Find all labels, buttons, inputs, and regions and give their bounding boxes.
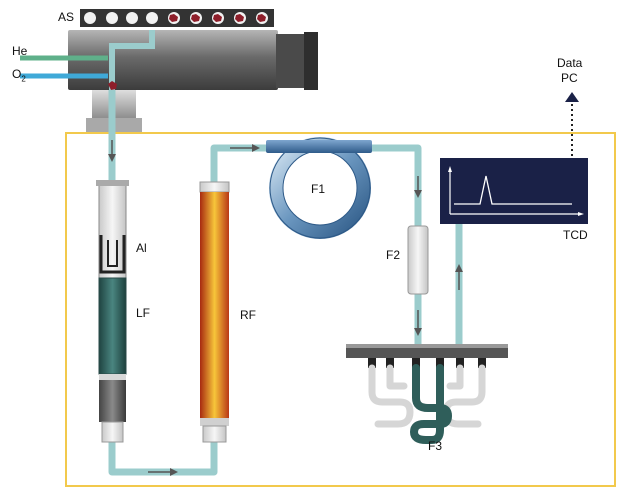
al-label: Al — [136, 241, 147, 255]
f3-label: F3 — [428, 439, 443, 453]
f2-label: F2 — [386, 248, 401, 262]
f3-separation-unit — [346, 344, 508, 444]
filled-sample-slot — [191, 14, 200, 22]
combustion-reactor — [96, 180, 129, 443]
reduction-reactor — [199, 181, 230, 443]
data-link-arrow — [565, 92, 579, 102]
helium-label: He — [12, 44, 28, 58]
empty-sample-slot — [106, 12, 118, 24]
autosampler-body — [20, 30, 318, 132]
analyzer-enclosure — [65, 132, 616, 487]
autosampler-tray — [80, 9, 274, 27]
pc-label: PC — [561, 71, 578, 85]
sample-drop — [108, 81, 117, 90]
tcd-detector — [440, 158, 588, 224]
empty-sample-slot — [146, 12, 158, 24]
autosampler-label: AS — [58, 10, 75, 24]
data-label: Data — [557, 56, 583, 70]
f1-coil — [266, 137, 372, 239]
filled-sample-slot — [235, 14, 244, 22]
oxygen-label: O2 — [12, 67, 26, 84]
rf-label: RF — [240, 308, 256, 322]
detector-signal-peak — [454, 175, 572, 205]
f2-tube — [407, 225, 429, 295]
tcd-label: TCD — [563, 228, 588, 242]
filled-sample-slot — [169, 14, 178, 22]
f1-label: F1 — [311, 182, 326, 196]
filled-sample-slot — [213, 14, 222, 22]
empty-sample-slot — [126, 12, 138, 24]
empty-sample-slot — [84, 12, 96, 24]
filled-sample-slot — [257, 14, 266, 22]
lf-label: LF — [136, 306, 151, 320]
flow-arrows — [108, 140, 463, 476]
